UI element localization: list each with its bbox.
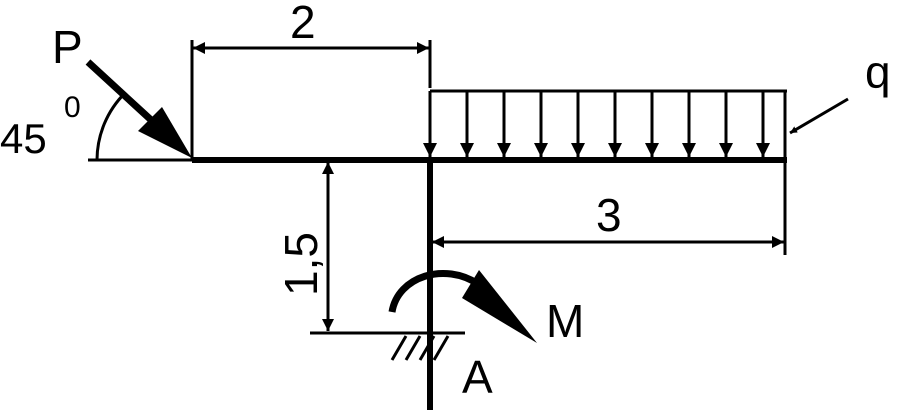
moment-label: M <box>546 295 584 347</box>
support-hatching <box>385 331 465 361</box>
dimension-right <box>432 160 787 255</box>
force-label: P <box>52 21 83 73</box>
support-label: A <box>462 351 493 403</box>
dimension-vertical-label: 1,5 <box>275 232 327 296</box>
load-label: q <box>865 46 891 98</box>
moment-arrow <box>388 269 537 343</box>
dimension-vertical <box>310 162 430 335</box>
dimension-top-label: 2 <box>290 0 316 48</box>
distributed-load <box>423 89 849 160</box>
angle-unit-label: 0 <box>64 91 81 124</box>
dimension-top <box>190 40 432 160</box>
force-p-arrow <box>85 59 192 158</box>
dimension-right-label: 3 <box>596 189 622 241</box>
angle-arc <box>95 91 127 161</box>
angle-label: 45 <box>0 115 47 162</box>
